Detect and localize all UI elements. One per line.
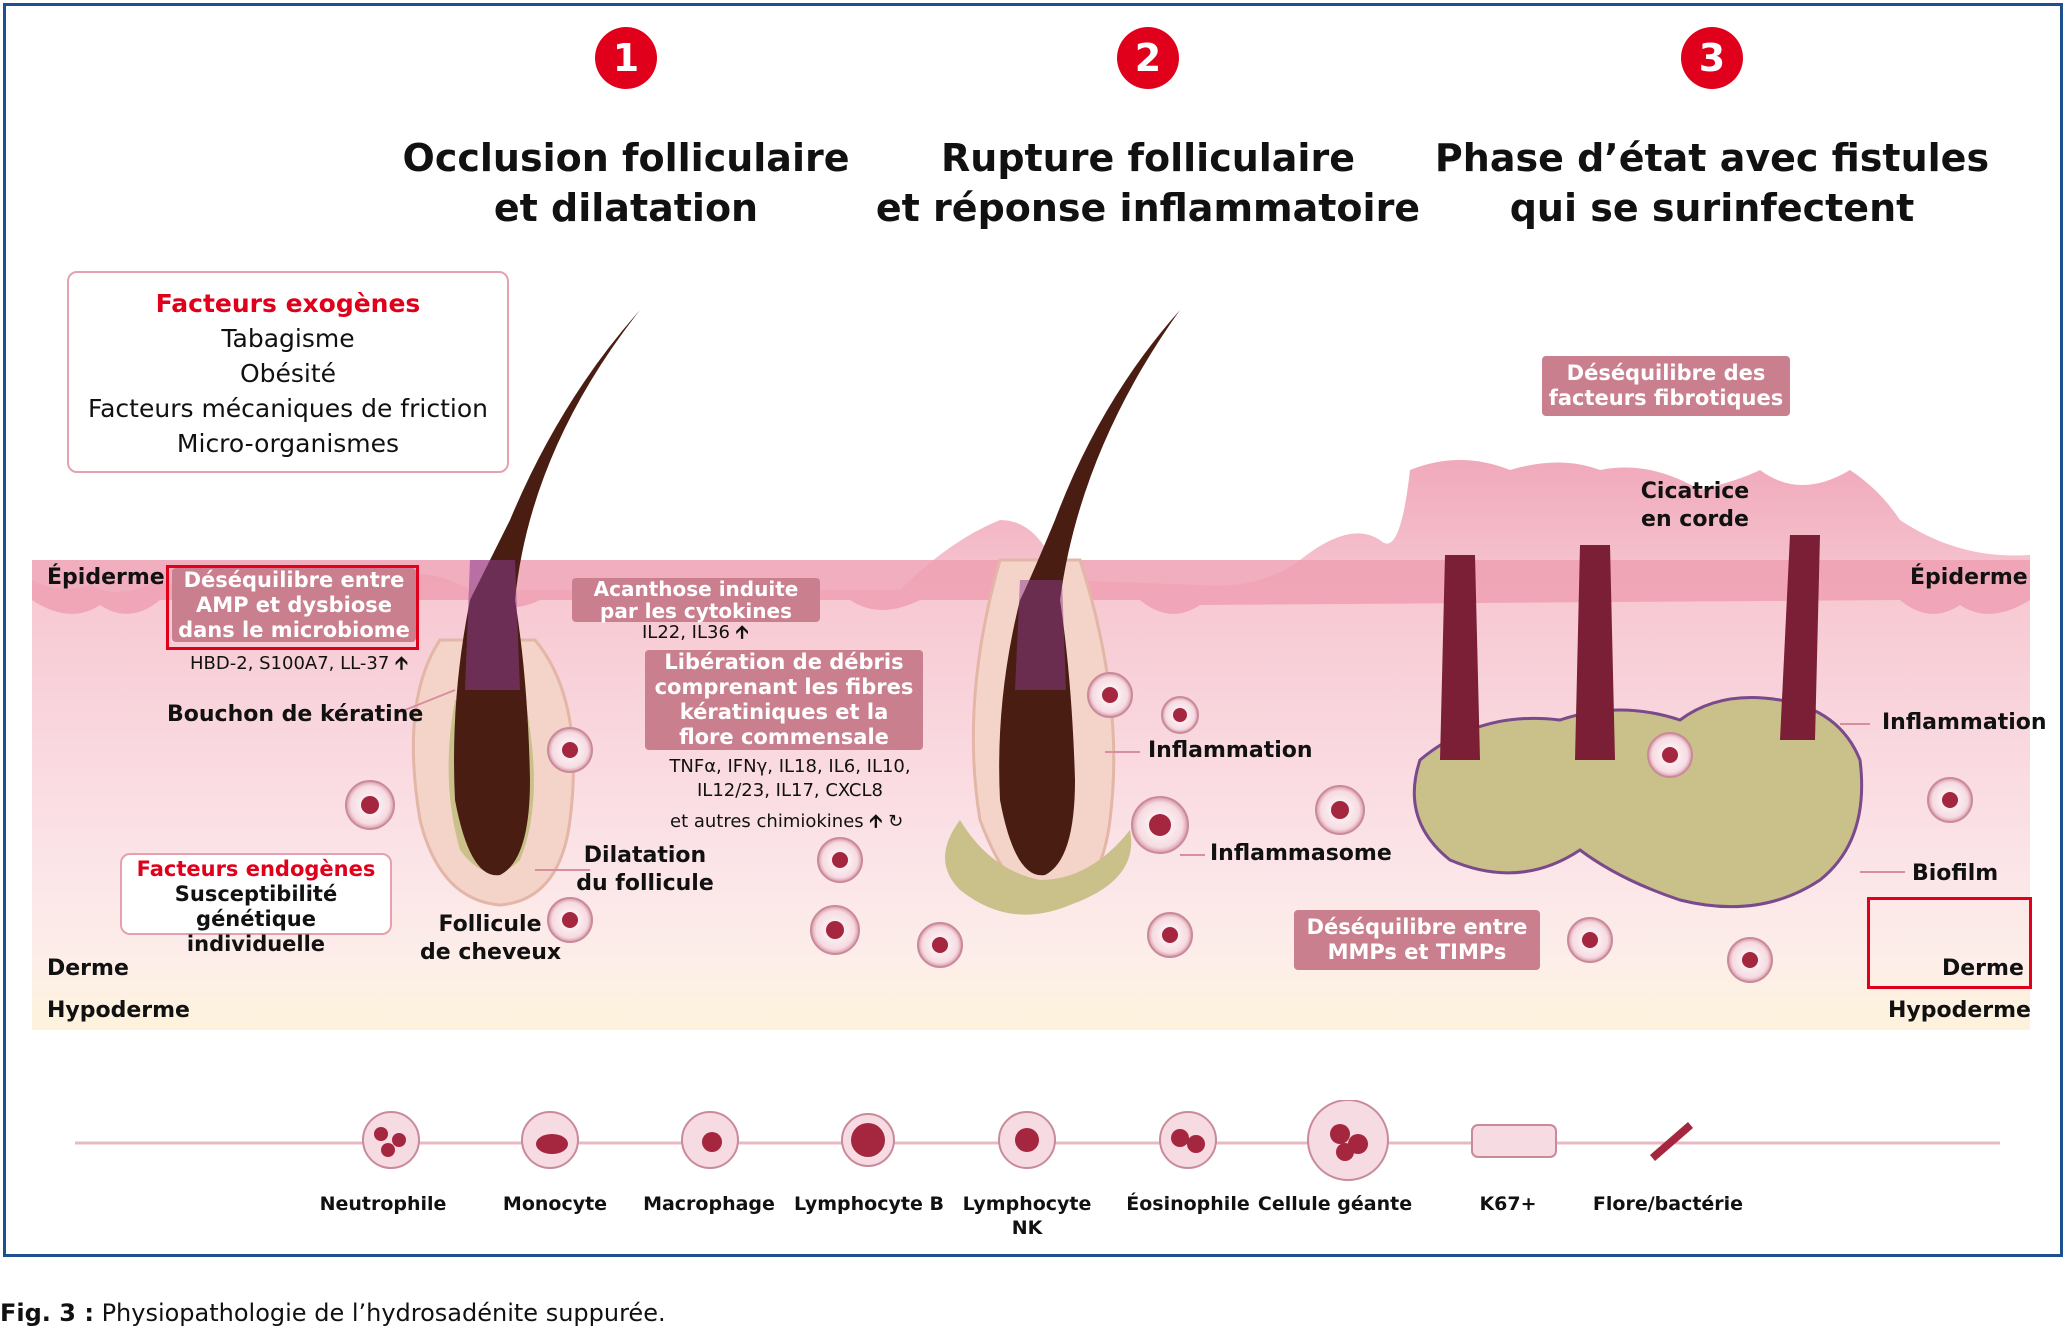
follicle-line1: Follicule [438,912,542,937]
epidermis-label-right: Épiderme [1910,565,2028,590]
cytokines-line1: TNFα, IFNγ, IL18, IL6, IL10, [669,756,911,777]
endogenous-heading: Facteurs endogènes [136,857,376,881]
step-2-title: Rupture folliculaire et réponse inflamma… [868,133,1428,233]
legend-label-line2: NK [1011,1217,1043,1239]
dilation-line2: du follicule [576,871,714,896]
inflammasome-label: Inflammasome [1210,841,1392,866]
mmp-line1: Déséquilibre entre [1306,915,1528,939]
mmp-timp-pill: Déséquilibre entre MMPs et TIMPs [1294,910,1540,970]
dermis-highlight-box [1867,897,2032,989]
step-2-title-line2: et réponse inflammatoire [875,186,1421,230]
dilation-line1: Dilatation [583,843,707,868]
cycle-icon: ↻ [888,811,904,832]
amp-highlight-box [166,565,419,650]
legend-icons [362,1100,1693,1181]
legend-label: Flore/bactérie [1592,1193,1744,1215]
legend-label: Cellule géante [1257,1193,1413,1215]
dermis-label-right: Derme [1942,956,2024,981]
legend-label: Neutrophile [319,1193,447,1215]
amp-dysbiosis-pill: Déséquilibre entre AMP et dysbiose dans … [172,568,416,642]
mmp-line2: MMPs et TIMPs [1327,940,1507,964]
caption-prefix: Fig. 3 : [0,1299,94,1327]
exogenous-item: Tabagisme [221,324,355,353]
figure-caption: Fig. 3 : Physiopathologie de l’hydrosadé… [0,1298,666,1328]
exogenous-item: Facteurs mécaniques de friction [88,394,488,423]
dermis-label-left: Derme [47,956,129,981]
exogenous-item: Obésité [239,359,337,388]
scar-label: Cicatrice en corde [1625,478,1765,534]
fibrotic-pill: Déséquilibre des facteurs fibrotiques [1542,356,1790,416]
amp-line2: AMP et dysbiose [195,593,393,617]
exogenous-item: Micro-organismes [176,429,400,458]
debris-line1: Libération de débris [664,650,904,674]
inflammation-label-right: Inflammation [1882,710,2047,735]
scar-line2: en corde [1641,507,1749,532]
follicle-label: Follicule de cheveux [420,911,562,967]
up-arrow-icon: 🡩 [395,653,408,674]
caption-text: Physiopathologie de l’hydrosadénite supp… [93,1299,666,1327]
dilation-label: Dilatation du follicule [565,842,725,898]
step-3-title-line1: Phase d’état avec fistules [1434,136,1990,180]
step-2-badge: 2 [1117,27,1179,89]
endogenous-factors-box: Facteurs endogènes Susceptibilité généti… [120,853,392,956]
amp-line1: Déséquilibre entre [183,568,405,592]
cytokines-label: TNFα, IFNγ, IL18, IL6, IL10, IL12/23, IL… [650,755,930,803]
figure-frame [3,3,2063,1257]
skin-illustration [32,310,2030,1145]
k67-icon [1471,1124,1557,1158]
hypodermis-label-left: Hypoderme [47,998,190,1023]
il22-text: IL22, IL36 [642,622,730,643]
hypodermis-label-right: Hypoderme [1888,998,2031,1023]
up-arrow-icon: 🡩 [735,622,749,643]
amp-line3: dans le microbiome [178,618,410,642]
inflammation-label-mid: Inflammation [1148,738,1313,763]
fibrotic-line1: Déséquilibre des [1566,361,1766,385]
endogenous-line1: Susceptibilité génétique [174,882,338,931]
legend-label: K67+ [1479,1193,1537,1215]
step-3-title: Phase d’état avec fistules qui se surinf… [1412,133,2012,233]
step-3-badge: 3 [1681,27,1743,89]
legend-label: Lymphocyte B [794,1193,944,1215]
legend-label: Lymphocyte NK [937,1192,1117,1240]
up-arrow-icon: 🡩 [869,811,883,832]
debris-pill: Libération de débris comprenant les fibr… [645,650,923,750]
biofilm-label: Biofilm [1912,861,1999,886]
fistula-mass [1412,535,1864,909]
follicle-1 [411,310,640,907]
step-3-title-line2: qui se surinfectent [1509,186,1915,230]
hbd-text: HBD-2, S100A7, LL-37 [190,653,390,674]
follicle-line2: de cheveux [420,940,562,965]
epidermis-label-left: Épiderme [47,565,165,590]
chemokines-text: et autres chimiokines [670,811,864,832]
step-1-title-line1: Occlusion folliculaire [402,136,850,180]
fibrotic-line2: facteurs fibrotiques [1548,386,1784,410]
legend-label: Éosinophile [1126,1193,1250,1215]
debris-line4: flore commensale [679,725,889,749]
chemokines-label: et autres chimiokines 🡩 ↻ [670,810,903,834]
step-1-title-line2: et dilatation [493,186,759,230]
scar-line1: Cicatrice [1640,479,1750,504]
step-2-title-line1: Rupture folliculaire [941,136,1355,180]
legend-label: Monocyte [502,1193,608,1215]
debris-line3: kératiniques et la [679,700,889,724]
step-1-title: Occlusion folliculaire et dilatation [375,133,877,233]
bacteria-icon [1650,1122,1693,1161]
il22-label: IL22, IL36 🡩 [642,621,749,645]
debris-line2: comprenant les fibres [654,675,914,699]
acanthosis-line1: Acanthose induite [593,577,799,601]
acanthosis-line2: par les cytokines [600,599,792,623]
legend-label: Macrophage [643,1193,775,1215]
exogenous-heading: Facteurs exogènes [155,289,421,318]
keratin-plug-label: Bouchon de kératine [167,702,424,727]
cytokines-line2: IL12/23, IL17, CXCL8 [697,780,883,801]
endogenous-line2: individuelle [186,932,326,956]
legend-label-line1: Lymphocyte [962,1193,1092,1215]
step-1-badge: 1 [595,27,657,89]
acanthosis-pill: Acanthose induite par les cytokines [572,578,820,622]
neutrophil-icon [362,1111,420,1169]
hbd-label: HBD-2, S100A7, LL-37 🡩 [190,652,408,676]
exogenous-factors-box: Facteurs exogènes Tabagisme Obésité Fact… [67,271,509,473]
